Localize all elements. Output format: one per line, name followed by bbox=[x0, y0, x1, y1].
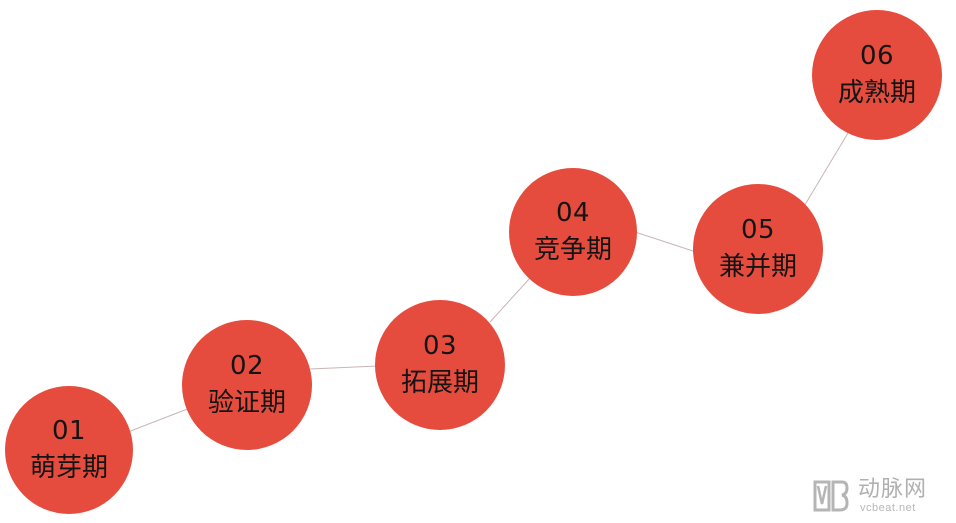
stage-number: 03 bbox=[422, 331, 458, 361]
stage-number: 04 bbox=[555, 198, 591, 228]
vb-logo-icon bbox=[813, 480, 849, 512]
watermark: 动脉网 vcbeat.net bbox=[812, 476, 948, 518]
connector-03-04 bbox=[489, 277, 531, 323]
stage-node-02: 02 验证期 bbox=[182, 320, 312, 450]
stage-label: 拓展期 bbox=[400, 368, 479, 398]
watermark-domain: vcbeat.net bbox=[860, 502, 916, 514]
connector-01-02 bbox=[127, 407, 191, 433]
stage-number: 02 bbox=[229, 351, 265, 381]
stage-label: 兼并期 bbox=[718, 252, 797, 282]
stage-label: 成熟期 bbox=[837, 78, 916, 108]
watermark-name: 动脉网 bbox=[858, 477, 928, 502]
stage-number: 05 bbox=[740, 215, 776, 245]
stage-label: 竞争期 bbox=[533, 235, 612, 265]
stage-label: 验证期 bbox=[207, 388, 286, 418]
stage-node-03: 03 拓展期 bbox=[375, 300, 505, 430]
stage-node-04: 04 竞争期 bbox=[509, 168, 637, 296]
stage-node-06: 06 成熟期 bbox=[812, 10, 942, 140]
stage-node-01: 01 萌芽期 bbox=[5, 386, 133, 514]
connector-04-05 bbox=[634, 231, 697, 253]
stage-label: 萌芽期 bbox=[29, 453, 108, 483]
connector-02-03 bbox=[309, 365, 379, 370]
stage-number: 01 bbox=[51, 416, 87, 446]
connector-05-06 bbox=[802, 132, 849, 209]
stage-node-05: 05 兼并期 bbox=[693, 184, 823, 314]
stage-number: 06 bbox=[859, 41, 895, 71]
